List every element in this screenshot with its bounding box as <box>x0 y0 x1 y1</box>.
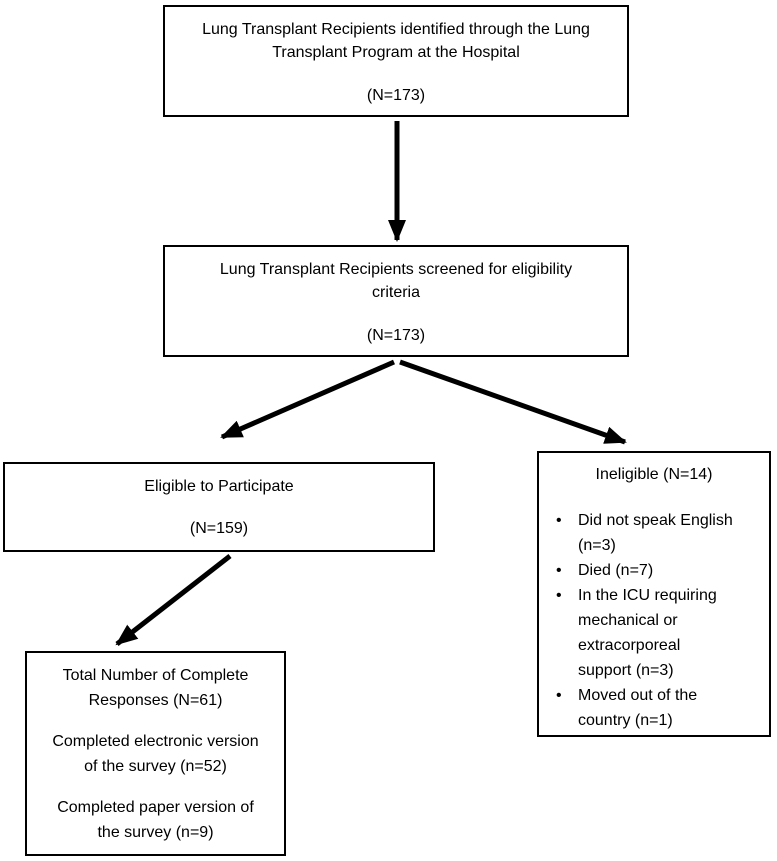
text-line: In the ICU requiring <box>578 587 717 604</box>
bullet-icon: • <box>556 512 562 529</box>
bullet-icon: • <box>556 562 562 579</box>
list-item: • Died (n=7) <box>552 558 765 583</box>
text-line: Lung Transplant Recipients identified th… <box>202 21 590 38</box>
box-ineligible: Ineligible (N=14) • Did not speak Englis… <box>537 451 771 737</box>
box-identified-count: (N=173) <box>366 87 426 104</box>
complete-paper: Completed paper version of the survey (n… <box>27 795 284 845</box>
box-screened-count: (N=173) <box>366 327 426 344</box>
box-eligible-count: (N=159) <box>189 520 249 537</box>
complete-electronic: Completed electronic version of the surv… <box>27 729 284 779</box>
text-line: support (n=3) <box>578 662 674 679</box>
list-item: • Moved out of the country (n=1) <box>552 683 765 733</box>
text-line: the survey (n=9) <box>97 824 214 841</box>
text-line: of the survey (n=52) <box>84 758 227 775</box>
text-line: extracorporeal <box>578 637 681 654</box>
text-line: criteria <box>371 284 420 301</box>
box-identified-text: Lung Transplant Recipients identified th… <box>165 18 627 64</box>
list-item: • Did not speak English (n=3) <box>552 508 765 558</box>
box-screened: Lung Transplant Recipients screened for … <box>163 245 629 357</box>
text-line: Completed paper version of <box>57 799 254 816</box>
arrow-screened-to-eligible <box>220 359 395 440</box>
text-line: Completed electronic version <box>52 733 259 750</box>
complete-total: Total Number of Complete Responses (N=61… <box>27 663 284 713</box>
text-line: Total Number of Complete <box>62 667 249 684</box>
box-identified: Lung Transplant Recipients identified th… <box>163 5 629 117</box>
text-line: Did not speak English <box>578 512 733 529</box>
text-line: Transplant Program at the Hospital <box>272 44 520 61</box>
bullet-icon: • <box>556 587 562 604</box>
text-line: Died (n=7) <box>578 562 654 579</box>
text-line: (n=3) <box>578 537 616 554</box>
text-line: country (n=1) <box>578 712 673 729</box>
text-line: mechanical or <box>578 612 678 629</box>
text-line: Moved out of the <box>578 687 698 704</box>
box-screened-text: Lung Transplant Recipients screened for … <box>165 258 627 304</box>
arrow-screened-to-ineligible <box>399 359 627 445</box>
bullet-icon: • <box>556 687 562 704</box>
text-line: Responses (N=61) <box>88 692 223 709</box>
box-eligible-title: Eligible to Participate <box>144 478 294 495</box>
ineligible-reasons-list: • Did not speak English (n=3) • Died (n=… <box>539 508 769 733</box>
box-complete-responses: Total Number of Complete Responses (N=61… <box>25 651 286 856</box>
box-ineligible-title: Ineligible (N=14) <box>595 466 713 483</box>
text-line: Lung Transplant Recipients screened for … <box>219 261 573 278</box>
list-item: • In the ICU requiring mechanical or ext… <box>552 583 765 683</box>
box-eligible: Eligible to Participate (N=159) <box>3 462 435 552</box>
arrow-eligible-to-complete <box>115 554 232 646</box>
